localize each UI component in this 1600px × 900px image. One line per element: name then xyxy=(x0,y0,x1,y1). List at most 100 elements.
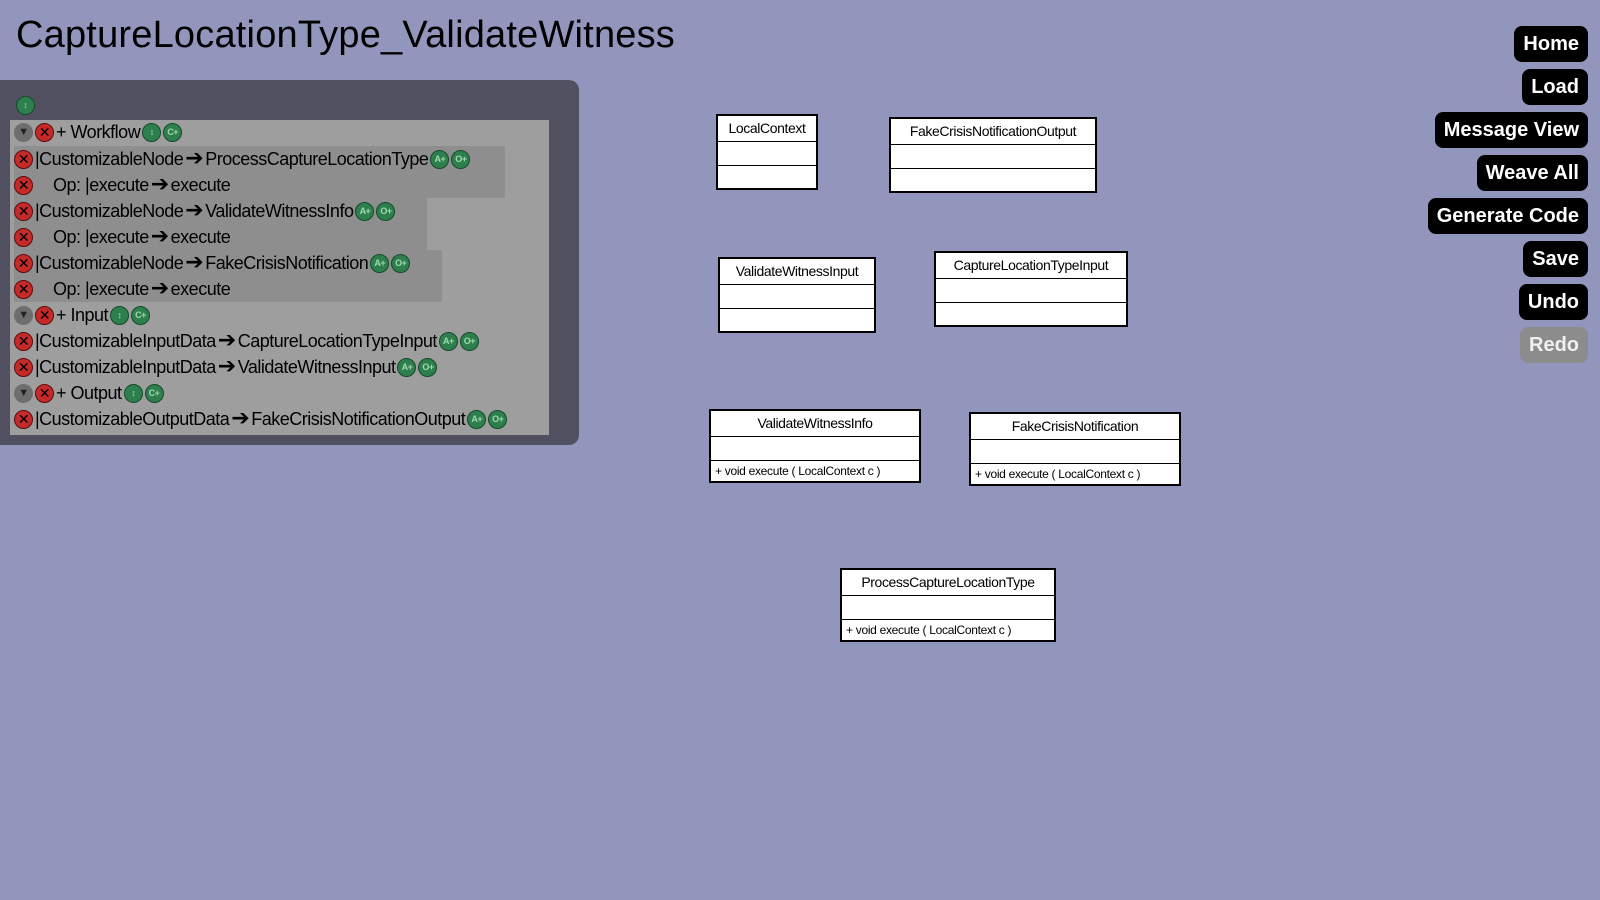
mapping-arrow-icon: ➔ xyxy=(217,327,236,352)
class-box-validate-witness-info[interactable]: ValidateWitnessInfo + void execute ( Loc… xyxy=(709,409,921,483)
expand-toggle-icon[interactable]: ▼ xyxy=(14,383,33,403)
class-name: CaptureLocationTypeInput xyxy=(936,253,1126,279)
generate-code-button[interactable]: Generate Code xyxy=(1427,198,1588,234)
reorder-icon[interactable]: ↕ xyxy=(123,383,143,403)
tree-row-input: ▼ ✕ + Input ↕ C+ xyxy=(14,302,151,328)
output-source-label: |CustomizableOutputData xyxy=(35,408,230,429)
reorder-icon[interactable]: ↕ xyxy=(142,122,162,142)
op-source-label: Op: |execute xyxy=(53,226,149,247)
mapping-arrow-icon: ➔ xyxy=(185,197,204,222)
node-source-label: |CustomizableNode xyxy=(35,200,184,221)
add-operation-icon[interactable]: O+ xyxy=(391,253,411,273)
class-attributes xyxy=(720,285,874,309)
add-operation-icon[interactable]: O+ xyxy=(451,149,471,169)
class-name: ValidateWitnessInfo xyxy=(711,411,919,437)
tree-row-node[interactable]: ✕ |CustomizableNode ➔ ProcessCaptureLoca… xyxy=(14,145,505,172)
add-operation-icon[interactable]: O+ xyxy=(488,409,508,429)
reorder-icon[interactable]: ↕ xyxy=(110,305,130,325)
tree-row-node[interactable]: ✕ |CustomizableNode ➔ ValidateWitnessInf… xyxy=(14,197,427,224)
class-name: FakeCrisisNotificationOutput xyxy=(891,119,1095,145)
workflow-label: + Workflow xyxy=(56,121,141,142)
redo-button[interactable]: Redo xyxy=(1520,327,1588,363)
mapping-arrow-icon: ➔ xyxy=(150,223,169,248)
class-name: ProcessCaptureLocationType xyxy=(842,570,1054,596)
mapping-arrow-icon: ➔ xyxy=(231,405,250,430)
add-attribute-icon[interactable]: A+ xyxy=(438,331,458,351)
expand-toggle-icon[interactable]: ▼ xyxy=(14,305,33,325)
class-attributes xyxy=(711,437,919,461)
class-operations xyxy=(936,303,1126,325)
tree-row-operation[interactable]: ✕ Op: |execute ➔ execute xyxy=(14,275,442,302)
add-operation-icon[interactable]: O+ xyxy=(459,331,479,351)
mapping-arrow-icon: ➔ xyxy=(150,275,169,300)
delete-icon[interactable]: ✕ xyxy=(14,279,33,299)
class-attributes xyxy=(891,145,1095,169)
message-view-button[interactable]: Message View xyxy=(1434,112,1588,148)
class-box-local-context[interactable]: LocalContext xyxy=(716,114,818,190)
mapping-arrow-icon: ➔ xyxy=(150,171,169,196)
output-target-label: FakeCrisisNotificationOutput xyxy=(251,408,466,429)
class-box-process-capture-location-type[interactable]: ProcessCaptureLocationType + void execut… xyxy=(840,568,1056,642)
input-target-label: CaptureLocationTypeInput xyxy=(237,330,438,351)
home-button[interactable]: Home xyxy=(1514,26,1588,62)
delete-icon[interactable]: ✕ xyxy=(35,305,54,325)
tree-row-input-data[interactable]: ✕ |CustomizableInputData ➔ CaptureLocati… xyxy=(14,327,479,354)
class-operation: + void execute ( LocalContext c ) xyxy=(846,623,1012,637)
undo-button[interactable]: Undo xyxy=(1518,284,1588,320)
tree-row-operation[interactable]: ✕ Op: |execute ➔ execute xyxy=(14,223,427,250)
save-button[interactable]: Save xyxy=(1523,241,1588,277)
node-target-label: ProcessCaptureLocationType xyxy=(205,148,429,169)
delete-icon[interactable]: ✕ xyxy=(14,357,33,377)
node-target-label: FakeCrisisNotification xyxy=(205,252,369,273)
tree-row-operation[interactable]: ✕ Op: |execute ➔ execute xyxy=(14,171,505,198)
delete-icon[interactable]: ✕ xyxy=(14,201,33,221)
class-operations xyxy=(720,309,874,331)
tree-row-node[interactable]: ✕ |CustomizableNode ➔ FakeCrisisNotifica… xyxy=(14,249,442,276)
add-attribute-icon[interactable]: A+ xyxy=(397,357,417,377)
delete-icon[interactable]: ✕ xyxy=(14,175,33,195)
mapping-arrow-icon: ➔ xyxy=(185,145,204,170)
op-target-label: execute xyxy=(170,278,231,299)
add-attribute-icon[interactable]: A+ xyxy=(355,201,375,221)
add-class-icon[interactable]: C+ xyxy=(131,305,151,325)
page-title: CaptureLocationType_ValidateWitness xyxy=(16,14,676,56)
add-class-icon[interactable]: C+ xyxy=(144,383,164,403)
mapping-arrow-icon: ➔ xyxy=(217,353,236,378)
delete-icon[interactable]: ✕ xyxy=(35,383,54,403)
delete-icon[interactable]: ✕ xyxy=(14,331,33,351)
tree-row-input-data[interactable]: ✕ |CustomizableInputData ➔ ValidateWitne… xyxy=(14,353,438,380)
op-target-label: execute xyxy=(170,226,231,247)
add-operation-icon[interactable]: O+ xyxy=(418,357,438,377)
class-box-fake-crisis-notification-output[interactable]: FakeCrisisNotificationOutput xyxy=(889,117,1097,193)
weave-all-button[interactable]: Weave All xyxy=(1476,155,1588,191)
expand-toggle-icon[interactable]: ▼ xyxy=(14,122,33,142)
add-attribute-icon[interactable]: A+ xyxy=(467,409,487,429)
node-source-label: |CustomizableNode xyxy=(35,148,184,169)
add-attribute-icon[interactable]: A+ xyxy=(370,253,390,273)
delete-icon[interactable]: ✕ xyxy=(35,122,54,142)
class-operation: + void execute ( LocalContext c ) xyxy=(975,467,1141,481)
delete-icon[interactable]: ✕ xyxy=(14,149,33,169)
op-source-label: Op: |execute xyxy=(53,278,149,299)
class-box-fake-crisis-notification[interactable]: FakeCrisisNotification + void execute ( … xyxy=(969,412,1181,486)
class-box-validate-witness-input[interactable]: ValidateWitnessInput xyxy=(718,257,876,333)
add-class-icon[interactable]: C+ xyxy=(163,122,183,142)
class-operations xyxy=(891,169,1095,191)
add-attribute-icon[interactable]: A+ xyxy=(430,149,450,169)
load-button[interactable]: Load xyxy=(1522,69,1588,105)
delete-icon[interactable]: ✕ xyxy=(14,409,33,429)
tree-row-output: ▼ ✕ + Output ↕ C+ xyxy=(14,380,164,406)
tree-row-output-data[interactable]: ✕ |CustomizableOutputData ➔ FakeCrisisNo… xyxy=(14,405,508,432)
op-target-label: execute xyxy=(170,174,231,195)
delete-icon[interactable]: ✕ xyxy=(14,227,33,247)
node-target-label: ValidateWitnessInfo xyxy=(205,200,354,221)
input-label: + Input xyxy=(56,304,109,325)
mapping-arrow-icon: ➔ xyxy=(185,249,204,274)
class-name: LocalContext xyxy=(718,116,816,142)
collapse-all-icon[interactable]: ↕ xyxy=(16,96,35,115)
class-box-capture-location-type-input[interactable]: CaptureLocationTypeInput xyxy=(934,251,1128,327)
delete-icon[interactable]: ✕ xyxy=(14,253,33,273)
add-operation-icon[interactable]: O+ xyxy=(376,201,396,221)
class-attributes xyxy=(718,142,816,166)
input-source-label: |CustomizableInputData xyxy=(35,330,216,351)
